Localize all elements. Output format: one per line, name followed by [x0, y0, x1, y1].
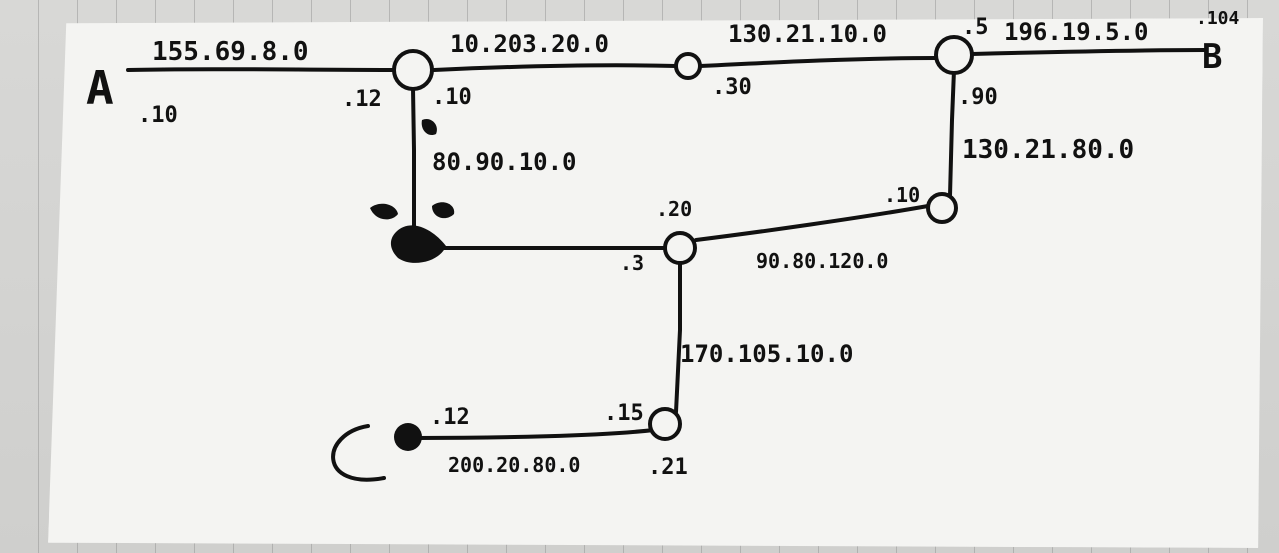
interface-label: .10: [884, 183, 920, 207]
scribble-mark-3: [421, 118, 437, 136]
router-node: [663, 231, 697, 265]
interface-label: .21: [648, 455, 688, 480]
interface-label: .15: [604, 401, 644, 426]
network-label: 90.80.120.0: [756, 249, 888, 273]
host-a-label: A: [86, 61, 114, 115]
interface-label: .12: [430, 405, 470, 430]
router-node: [926, 192, 958, 224]
network-label: 196.19.5.0: [1004, 18, 1149, 46]
host-b-label: B: [1202, 37, 1222, 77]
link-r3-b: [970, 48, 1207, 56]
interface-label: .104: [1196, 8, 1240, 29]
scribble-blob: [390, 225, 446, 263]
router-node: [934, 35, 974, 75]
network-label: 80.90.10.0: [432, 148, 577, 176]
link-r2-r3: [698, 56, 938, 68]
interface-label: .10: [138, 103, 178, 128]
interface-label: .5: [962, 15, 989, 40]
link-a-r1: [126, 67, 398, 72]
paper-sheet: [48, 18, 1263, 548]
interface-label: .3: [620, 251, 644, 275]
network-label: 200.20.80.0: [448, 453, 580, 477]
router-node: [648, 407, 682, 441]
link-r5-r4: [694, 204, 930, 242]
scribble-mark-2: [432, 202, 455, 219]
interface-label: .20: [656, 197, 692, 221]
scribble-mark-1: [370, 203, 398, 220]
network-label: 170.105.10.0: [680, 340, 853, 368]
link-r3-r4: [948, 68, 956, 198]
interface-label: .30: [712, 75, 752, 100]
link-r1-r2: [432, 63, 678, 72]
interface-label: .12: [342, 87, 382, 112]
network-label: 155.69.8.0: [152, 37, 309, 67]
router-node: [392, 49, 434, 91]
network-label: 130.21.80.0: [962, 135, 1134, 165]
host-node-c: [394, 423, 422, 451]
interface-label: .10: [432, 85, 472, 110]
network-label: 130.21.10.0: [728, 20, 887, 48]
link-r5-r6: [674, 260, 682, 414]
network-label: 10.203.20.0: [450, 30, 609, 58]
host-c-symbol: [331, 424, 386, 482]
router-node: [674, 52, 702, 80]
link-c-r6: [414, 428, 656, 440]
interface-label: .90: [958, 85, 998, 110]
